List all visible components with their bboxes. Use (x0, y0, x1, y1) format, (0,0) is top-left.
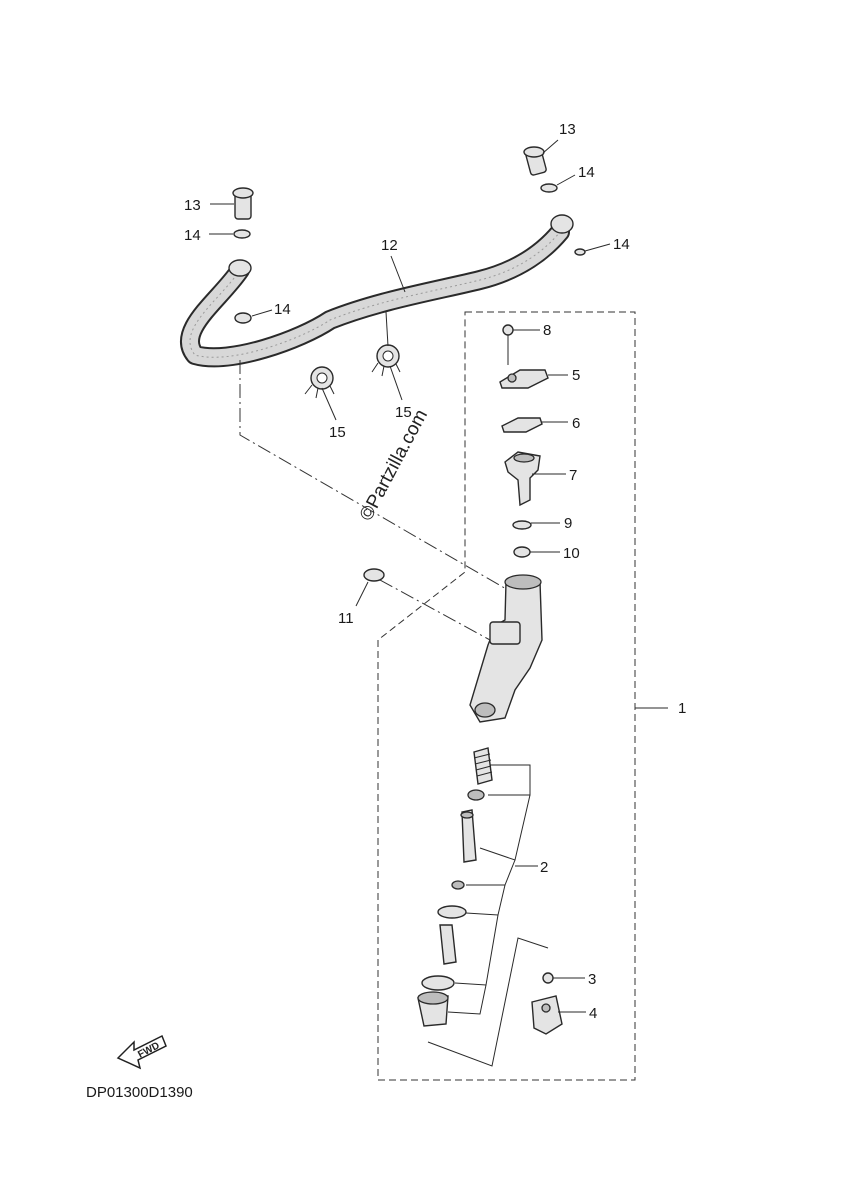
callout-14-d-label: 14 (613, 236, 630, 253)
reservoir (504, 451, 541, 507)
gasket-right-upper (540, 183, 558, 193)
part-11-banjo (363, 568, 385, 582)
callout-14-c-label: 14 (578, 164, 595, 181)
cap-screw (502, 324, 514, 365)
master-cylinder-body (469, 574, 543, 723)
kit-cup (467, 789, 485, 801)
callout-14-d-leader (584, 243, 611, 252)
part-3-bolt (542, 972, 554, 984)
kit-rod (439, 924, 457, 965)
callout-14-b-leader (251, 309, 273, 317)
part-10-clip (513, 546, 531, 558)
callout-15-right-leader (389, 365, 403, 401)
gasket-right-lower (574, 248, 586, 256)
assembly-boundary-dashed (377, 311, 636, 1081)
reservoir-cap (499, 369, 549, 389)
callout-8-label: 8 (543, 322, 551, 339)
kit-washer (437, 905, 467, 919)
part-3-4-bracket (427, 937, 549, 1067)
callout-4-label: 4 (589, 1005, 597, 1022)
callout-13-left-label: 13 (184, 197, 201, 214)
watermark: ©Partzilla.com (356, 406, 432, 524)
callout-7-label: 7 (569, 467, 577, 484)
callout-2-label: 2 (540, 859, 548, 876)
diagram-code: DP01300D1390 (86, 1084, 193, 1101)
callout-3-label: 3 (588, 971, 596, 988)
callout-10-label: 10 (563, 545, 580, 562)
hose-clamp-right (371, 344, 401, 377)
callout-12-label: 12 (381, 237, 398, 254)
callout-14-c-leader (556, 174, 576, 186)
fwd-label: FWD (136, 1040, 161, 1060)
callout-13-right-label: 13 (559, 121, 576, 138)
callout-15-left-leader (321, 387, 337, 421)
gasket-left-upper (233, 229, 251, 239)
callout-15-right-top-leader (385, 311, 389, 347)
kit-seal (451, 880, 465, 890)
callout-11-label: 11 (338, 610, 354, 627)
part-4-fitting (531, 995, 563, 1035)
callout-15-right-label: 15 (395, 404, 412, 421)
callout-13-right-leader (542, 139, 559, 154)
gasket-left-lower (234, 312, 252, 324)
union-bolt-left (232, 187, 254, 220)
kit-oring (421, 975, 455, 991)
callout-2-bracket (447, 764, 538, 1015)
callout-14-a-label: 14 (184, 227, 201, 244)
callout-9-label: 9 (564, 515, 572, 532)
kit-spring (473, 747, 493, 785)
kit-piston (460, 809, 477, 863)
callout-5-label: 5 (572, 367, 580, 384)
union-bolt-right (523, 146, 547, 176)
callout-1-label: 1 (678, 700, 686, 717)
part-11-leader (379, 579, 491, 641)
callout-11-leader (355, 581, 369, 607)
brake-hose (180, 214, 574, 368)
callout-15-left-label: 15 (329, 424, 346, 441)
callout-14-b-label: 14 (274, 301, 291, 318)
kit-boot (417, 991, 449, 1027)
diaphragm (501, 417, 543, 433)
hose-clamp-left (304, 366, 335, 399)
fwd-arrow-icon: FWD (116, 1034, 167, 1070)
hose-connection-line (239, 360, 509, 591)
callout-12-leader (390, 255, 406, 293)
callout-6-label: 6 (572, 415, 580, 432)
part-9-ring (512, 520, 532, 530)
